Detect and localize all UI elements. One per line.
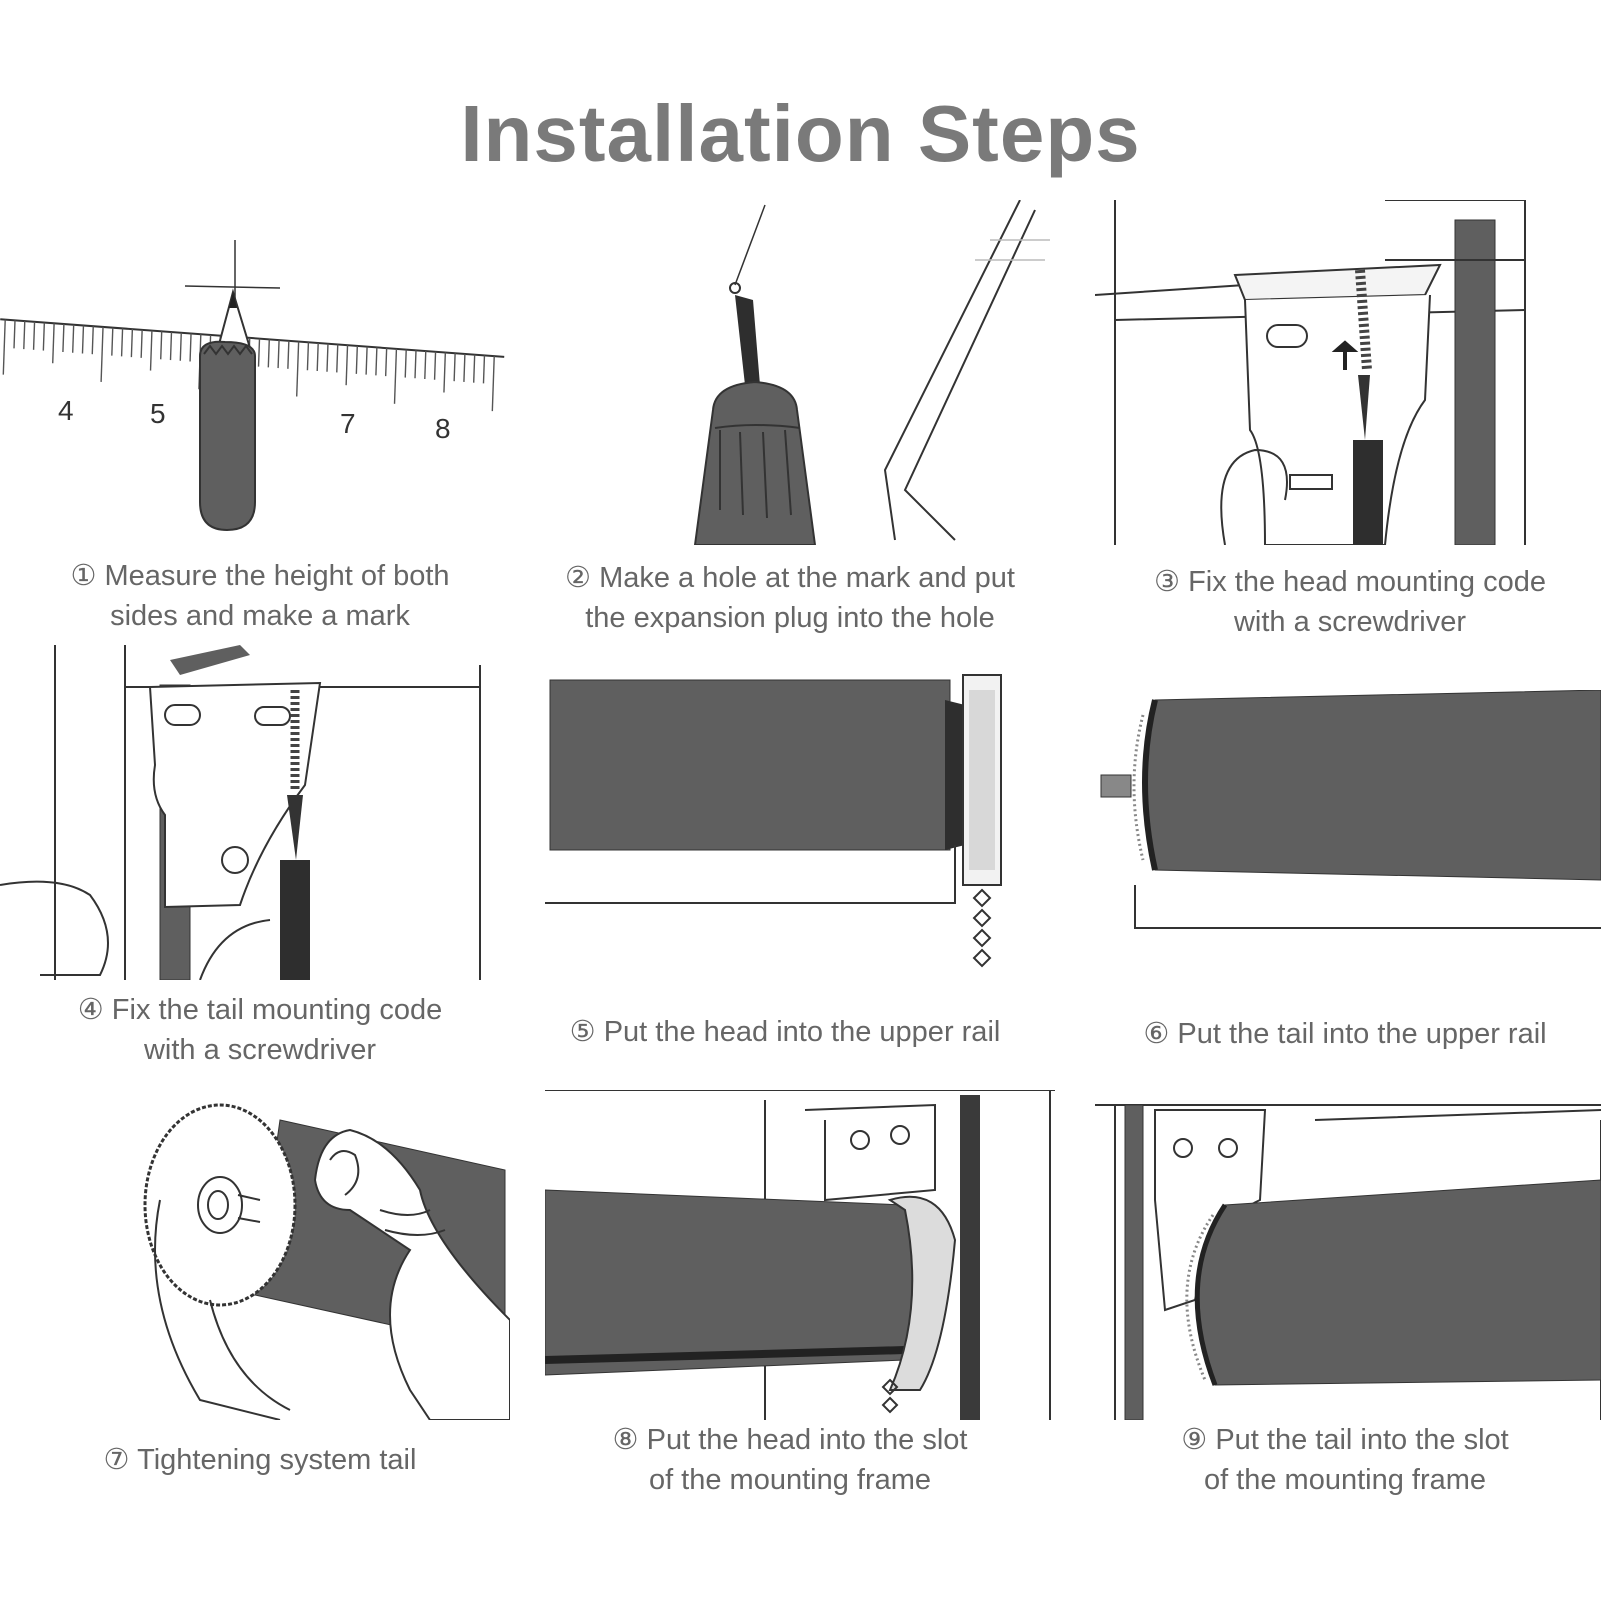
ruler-number: 8: [435, 413, 451, 444]
ruler-tick: [326, 343, 329, 372]
ruler-tick: [287, 340, 290, 369]
step-7-caption: ⑦ Tightening system tail: [20, 1440, 500, 1480]
ruler-tick: [491, 356, 495, 412]
ruler-tick: [365, 346, 368, 375]
ruler-tick: [482, 355, 486, 384]
ruler-tick: [179, 332, 182, 361]
ruler-tick: [91, 326, 94, 355]
ruler-number: 4: [58, 395, 74, 426]
step-2-caption: ② Make a hole at the mark and put the ex…: [535, 558, 1045, 638]
step-5-caption: ⑤ Put the head into the upper rail: [535, 1012, 1035, 1052]
ruler-tick: [149, 330, 153, 371]
bracket-icon: [804, 1103, 936, 1202]
step-4-illustration: [0, 645, 510, 980]
caption-line: ⑨ Put the tail into the slot: [1181, 1424, 1509, 1456]
ruler-tick: [2, 319, 6, 375]
ruler-tick: [384, 348, 388, 377]
caption-line: ③ Fix the head mounting code: [1154, 566, 1546, 598]
ruler-tick: [81, 325, 85, 354]
ruler-tick: [71, 324, 75, 353]
step-7-illustration: [130, 1100, 510, 1420]
ruler-tick: [316, 342, 319, 372]
ruler-tick: [433, 351, 437, 380]
caption-line: ④ Fix the tail mounting code: [77, 994, 443, 1026]
bracket-icon: [1233, 263, 1442, 545]
caption-line: ⑥ Put the tail into the upper rail: [1143, 1018, 1547, 1050]
ruler-tick: [393, 348, 398, 404]
ruler-tick: [32, 321, 36, 350]
ruler-tick: [345, 345, 349, 386]
step-6-caption: ⑥ Put the tail into the upper rail: [1100, 1014, 1590, 1054]
ruler-tick: [23, 321, 26, 350]
ruler-tick: [100, 326, 104, 382]
pull-chain-icon: [972, 888, 992, 968]
hand-icon: [154, 1128, 510, 1420]
ruler-tick: [277, 340, 280, 369]
ruler-tick: [62, 324, 65, 353]
caption-line: sides and make a mark: [110, 600, 410, 632]
caption-line: ① Measure the height of both: [70, 560, 450, 592]
ruler-tick: [130, 329, 134, 358]
caption-line: with a screwdriver: [1233, 606, 1467, 638]
step-1-caption: ① Measure the height of both sides and m…: [20, 556, 500, 636]
page-title: Installation Steps: [460, 89, 1141, 178]
ruler-tick: [140, 329, 143, 358]
ruler-tick: [463, 353, 466, 382]
screwdriver-icon: [280, 690, 310, 980]
step-2-illustration: [545, 200, 1055, 545]
ruler-tick: [375, 347, 378, 376]
ruler-tick: [404, 349, 407, 378]
ruler-tick: [472, 354, 476, 383]
screwdriver-icon: [1353, 269, 1383, 545]
ruler-tick: [296, 341, 300, 397]
caption-line: ⑦ Tightening system tail: [103, 1444, 417, 1476]
ruler-tick: [120, 328, 124, 357]
ruler-tick: [42, 322, 46, 351]
ruler-tick: [424, 351, 427, 380]
step-3-caption: ③ Fix the head mounting code with a scre…: [1110, 562, 1590, 642]
ruler-number: 5: [150, 398, 166, 429]
ruler-tick: [306, 342, 310, 371]
step-9-illustration: [1095, 1100, 1601, 1420]
step-6-illustration: [1095, 690, 1601, 980]
caption-line: ⑧ Put the head into the slot: [612, 1424, 968, 1456]
step-4-caption: ④ Fix the tail mounting code with a scre…: [20, 990, 500, 1070]
step-9-caption: ⑨ Put the tail into the slot of the moun…: [1100, 1420, 1590, 1500]
caption-line: ⑤ Put the head into the upper rail: [569, 1016, 1001, 1048]
step-8-caption: ⑧ Put the head into the slot of the moun…: [535, 1420, 1045, 1500]
caption-line: of the mounting frame: [1203, 1464, 1487, 1496]
step-5-illustration: [545, 665, 1055, 980]
step-1-illustration: 4 5 7 8: [0, 230, 510, 540]
ruler-tick: [267, 339, 270, 368]
pull-chain-icon: [881, 1378, 899, 1414]
caption-line: ② Make a hole at the mark and put: [565, 562, 1015, 594]
ruler-tick: [13, 320, 16, 349]
ruler-tick: [453, 353, 456, 382]
ruler-tick: [160, 331, 163, 360]
ruler-tick: [189, 333, 192, 362]
pencil-icon: [199, 288, 256, 532]
ruler-tick: [443, 352, 447, 393]
step-3-illustration: [1095, 200, 1601, 545]
ruler-tick: [355, 345, 359, 374]
ruler-tick: [414, 350, 417, 379]
ruler-tick: [111, 327, 114, 356]
step-8-illustration: [545, 1090, 1055, 1420]
ruler-tick: [257, 338, 261, 367]
caption-line: with a screwdriver: [143, 1034, 377, 1066]
ruler-number: 7: [340, 408, 356, 439]
ruler-tick: [169, 332, 173, 361]
ruler-tick: [52, 323, 55, 364]
ruler-tick: [336, 344, 339, 373]
drill-icon: [693, 295, 817, 545]
caption-line: of the mounting frame: [648, 1464, 932, 1496]
caption-line: the expansion plug into the hole: [585, 602, 995, 634]
